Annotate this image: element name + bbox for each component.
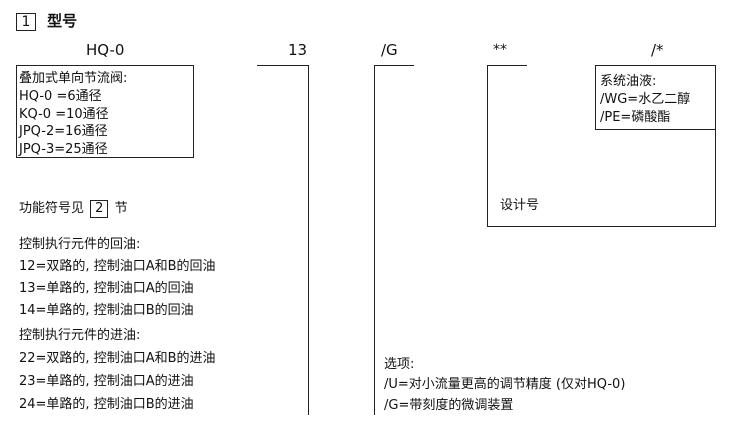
supply-oil-item: 23=单路的, 控制油口A的进油 [19, 374, 194, 389]
rule-function [257, 65, 309, 66]
valve-type-item: HQ-0 =6通径 [19, 89, 102, 104]
rule-design [487, 65, 527, 66]
option-code: /G [381, 41, 398, 59]
fluid-item: /PE=磷酸酯 [600, 110, 671, 125]
fluid-item: /WG=水乙二醇 [600, 92, 691, 107]
fluid-box [595, 65, 716, 130]
return-oil-item: 14=单路的, 控制油口B的回油 [19, 303, 194, 318]
rule-model [16, 65, 194, 66]
fluid-heading: 系统油液: [600, 74, 657, 89]
return-oil-item: 12=双路的, 控制油口A和B的回油 [19, 259, 216, 274]
valve-type-item: JPQ-2=16通径 [19, 124, 108, 139]
return-oil-item: 13=单路的, 控制油口A的回油 [19, 281, 194, 296]
supply-oil-heading: 控制执行元件的进油: [19, 328, 141, 343]
section-number-box: 1 [16, 13, 36, 31]
function-ref-suffix: 节 [114, 201, 128, 216]
rule-option [374, 65, 414, 66]
section-title: 型号 [47, 12, 78, 30]
valve-type-heading: 叠加式单向节流阀: [19, 71, 128, 86]
valve-type-item: JPQ-3=25通径 [19, 142, 108, 157]
function-bracket-line [308, 65, 309, 415]
return-oil-heading: 控制执行元件的回油: [19, 237, 141, 252]
option-bracket-line [374, 65, 375, 415]
supply-oil-item: 24=单路的, 控制油口B的进油 [19, 397, 194, 412]
valve-type-box [16, 65, 194, 158]
design-number-label: 设计号 [500, 198, 540, 213]
design-code: ** [493, 42, 507, 58]
function-code: 13 [288, 41, 308, 59]
function-ref-prefix: 功能符号见 [19, 201, 85, 216]
rule-fluid [595, 65, 716, 66]
function-reference: 功能符号见 2 节 [19, 200, 128, 218]
option-item: /G=带刻度的微调装置 [384, 398, 514, 413]
valve-type-item: KQ-0 =10通径 [19, 107, 109, 122]
options-heading: 选项: [384, 357, 415, 372]
fluid-code: /* [651, 41, 664, 59]
design-number-box [487, 65, 716, 227]
function-ref-section-box: 2 [90, 200, 109, 218]
supply-oil-item: 22=双路的, 控制油口A和B的进油 [19, 351, 216, 366]
option-item: /U=对小流量更高的调节精度 (仅对HQ-0) [384, 377, 626, 392]
section-header: 1 型号 [16, 10, 77, 31]
model-code: HQ-0 [86, 41, 125, 59]
